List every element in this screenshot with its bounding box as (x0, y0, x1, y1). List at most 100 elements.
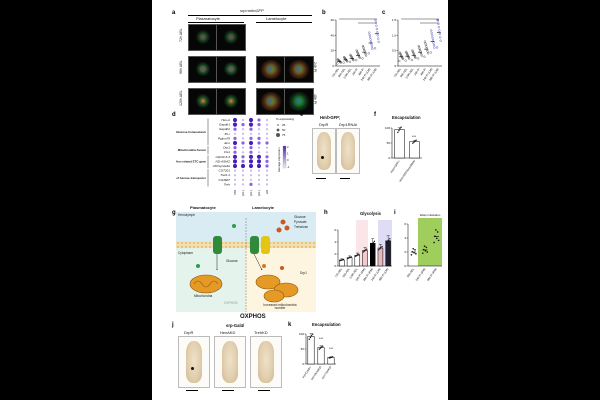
data-point (418, 47, 421, 50)
data-point (389, 238, 391, 240)
panel-a-col-plasmatocyte: Plasmatocyte (196, 16, 221, 21)
gene-label: ATPsyndelta (212, 164, 231, 168)
scale-bar (186, 390, 198, 391)
y-tick-label: 0 (334, 264, 336, 268)
x-tick-label: 120h AEL (404, 67, 414, 80)
melanotic-capsule (191, 367, 194, 370)
expression-dot (249, 127, 253, 131)
membrane-bead (284, 241, 288, 245)
expression-dot (232, 163, 238, 169)
scale-bar (222, 390, 234, 391)
y-tick-label: 100 (299, 332, 304, 336)
data-point (401, 58, 405, 61)
membrane-bead (304, 245, 308, 249)
data-point (386, 241, 389, 243)
expression-dot (241, 137, 245, 140)
membrane-bead (228, 241, 232, 245)
data-point (438, 32, 441, 36)
data-point (398, 59, 401, 63)
expression-dot (233, 136, 237, 140)
panel-g-oxphos: OXPHOS (240, 314, 266, 320)
membrane-bead (240, 245, 244, 249)
data-point (358, 55, 361, 58)
gene-label: Tret1-1 (220, 173, 230, 177)
data-point (370, 45, 373, 48)
size-legend-label: 25 (282, 123, 286, 127)
y-tick-label: 60 (331, 18, 335, 22)
data-point (376, 31, 379, 34)
panel-a-col1-line (188, 22, 244, 23)
significance-stars: *** (319, 337, 324, 341)
panel-k-title: Encapsulation (312, 322, 341, 327)
y-tick-label: 0.5 (392, 49, 397, 53)
panel-label-d: d (172, 112, 176, 118)
gene-group-label: Glucose homeostasis (176, 130, 206, 134)
data-point (407, 55, 410, 58)
expression-dot (265, 137, 269, 140)
x-tick-label: 96h AEL (399, 67, 409, 78)
data-point (336, 62, 339, 65)
data-point (352, 59, 355, 62)
data-point (342, 258, 345, 261)
membrane-bead (276, 245, 280, 249)
panel-e-photo-1 (312, 128, 336, 174)
membrane-bead (296, 245, 300, 249)
y-tick-label: 40 (331, 33, 335, 37)
membrane-bead (180, 241, 184, 245)
gene-label: UQCR-6.4 (216, 155, 231, 159)
expression-dot (257, 136, 261, 140)
data-point (318, 348, 321, 350)
gene-label: Fis1 (224, 150, 230, 154)
gene-label: fbl-r (225, 132, 231, 136)
data-point (367, 52, 370, 55)
panel-g-schematic: Plasmatocyte Lamelocyte Hemolymph Cytopl… (176, 206, 316, 312)
data-point (355, 59, 358, 62)
expression-dot (232, 140, 238, 146)
expression-dot (257, 178, 261, 181)
data-point (369, 40, 373, 43)
mitochondria-lm (263, 289, 285, 303)
data-point (378, 249, 380, 251)
y-tick-label: 1.0 (392, 33, 397, 37)
data-point (330, 356, 333, 358)
micrograph (216, 56, 246, 83)
expression-dot (265, 141, 269, 145)
larva-image (222, 341, 238, 383)
expression-dot (241, 132, 245, 135)
data-point (346, 60, 349, 63)
cluster-label: LM (int.) (249, 190, 253, 196)
y-tick-label: 0 (302, 362, 304, 366)
mitochondria-lm (255, 274, 281, 290)
data-point (355, 49, 358, 52)
panel-j-label-drpr: DrpR (184, 330, 194, 335)
y-tick-label: 2 (334, 252, 336, 256)
gene-label: Treh (224, 182, 230, 186)
x-tick-label: 72h AEL (393, 67, 403, 78)
scale-bar (258, 390, 270, 391)
membrane-bead (280, 245, 284, 249)
x-tick-label: 120h AEL (342, 67, 352, 80)
expression-dot (257, 151, 261, 154)
data-point (417, 44, 420, 48)
membrane-bead (304, 241, 308, 245)
bar (317, 347, 325, 365)
expression-dot (248, 140, 254, 146)
panel-g-legend-trehalose: Trehalose (294, 225, 309, 229)
membrane-bead (312, 245, 316, 249)
data-point (362, 46, 365, 49)
expression-dot (232, 117, 238, 123)
panel-a-genotype-line (188, 15, 312, 16)
data-point (412, 142, 414, 144)
bar (362, 250, 368, 267)
membrane-bead (200, 245, 204, 249)
cluster-label: PM (233, 189, 237, 194)
cell-stain (229, 99, 233, 103)
expression-dot (265, 132, 269, 135)
y-tick-label: 0 (404, 264, 406, 268)
data-point (412, 248, 415, 250)
panel-h-title: Glycolysis (360, 211, 381, 216)
panel-label-g: g (172, 210, 176, 216)
expression-dot (241, 146, 245, 149)
size-legend-label: 50 (282, 128, 286, 132)
panel-g-glucose: Glucose (226, 259, 238, 263)
